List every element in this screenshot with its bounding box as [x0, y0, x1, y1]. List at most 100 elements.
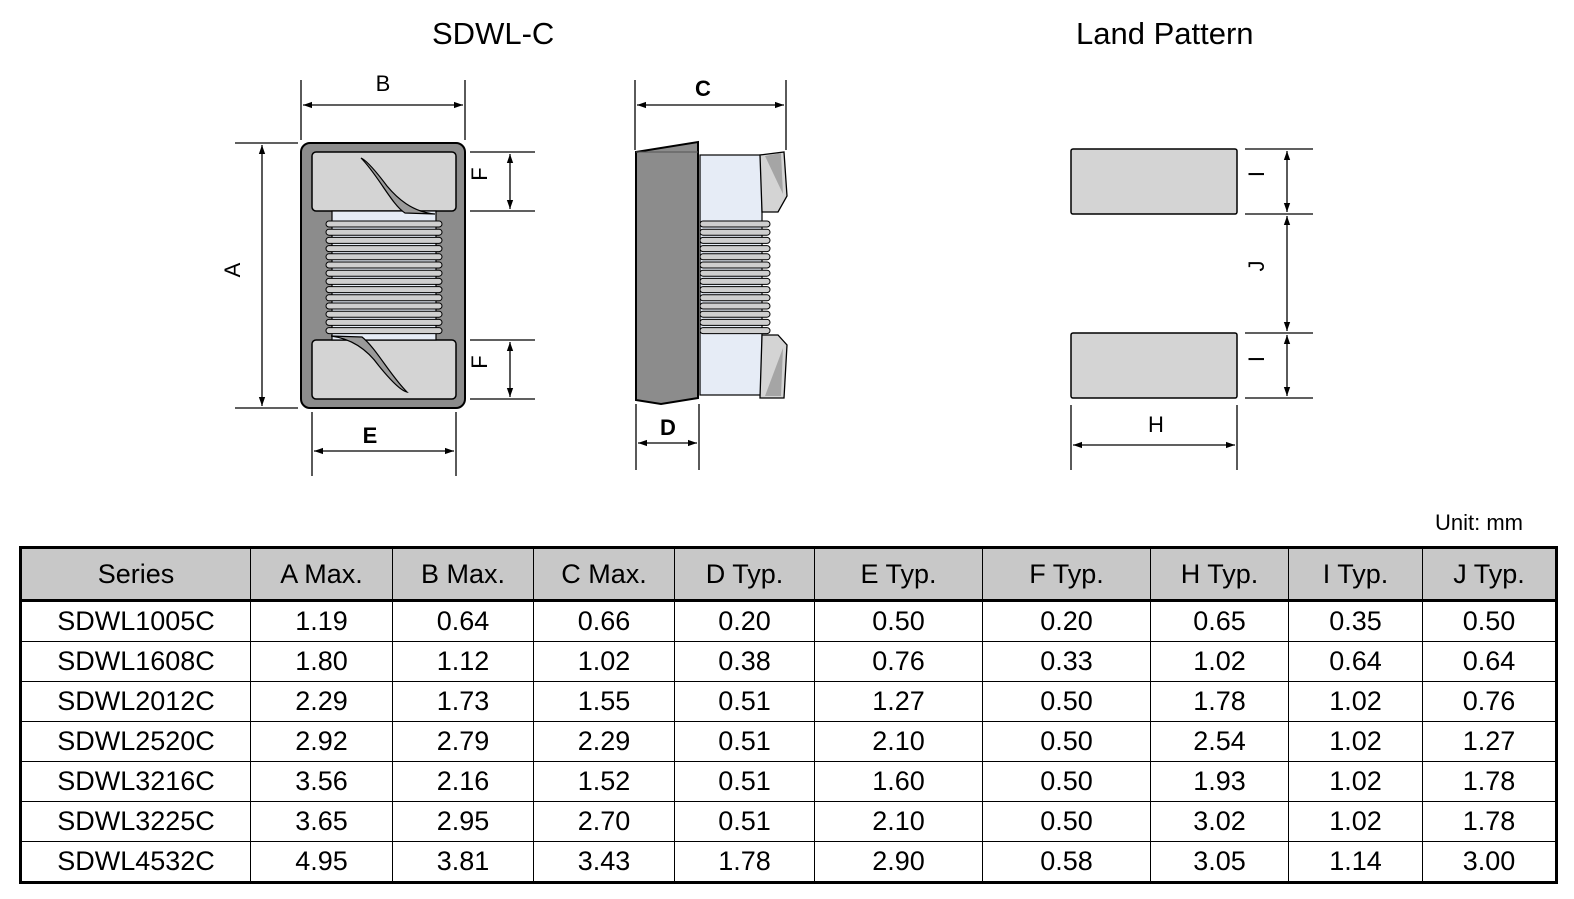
value-cell: 0.51	[674, 721, 815, 762]
value-cell: 0.65	[1150, 600, 1289, 642]
dimension-table: Series A Max. B Max. C Max. D Typ. E Typ…	[19, 546, 1558, 884]
front-dimensions	[235, 80, 535, 476]
dim-label-a: A	[220, 262, 245, 277]
winding-turn	[699, 310, 771, 318]
series-cell: SDWL2012C	[20, 681, 251, 722]
value-cell: 2.10	[814, 721, 983, 762]
value-cell: 0.50	[982, 721, 1151, 762]
title-sdwl-c: SDWL-C	[432, 16, 555, 51]
value-cell: 2.10	[814, 801, 983, 842]
header-h-typ: H Typ.	[1150, 547, 1289, 601]
value-cell: 1.93	[1150, 761, 1289, 802]
winding-turn	[325, 310, 443, 318]
value-cell: 1.02	[1288, 801, 1423, 842]
dim-label-f-bottom: F	[467, 355, 492, 368]
value-cell: 3.05	[1150, 841, 1289, 883]
value-cell: 1.14	[1288, 841, 1423, 883]
winding-turn	[325, 236, 443, 244]
dim-label-j: J	[1244, 261, 1269, 272]
unit-note: Unit: mm	[1435, 510, 1523, 535]
value-cell: 0.50	[982, 761, 1151, 802]
value-cell: 3.81	[392, 841, 534, 883]
winding-turn	[699, 318, 771, 326]
value-cell: 2.90	[814, 841, 983, 883]
winding-turn	[699, 220, 771, 228]
winding-turn	[325, 269, 443, 277]
header-e-typ: E Typ.	[814, 547, 983, 601]
winding-turn	[699, 253, 771, 261]
value-cell: 3.02	[1150, 801, 1289, 842]
value-cell: 1.55	[533, 681, 675, 722]
header-d-typ: D Typ.	[674, 547, 815, 601]
winding-turn	[699, 286, 771, 294]
value-cell: 0.33	[982, 641, 1151, 682]
winding-turn	[325, 286, 443, 294]
side-view	[635, 140, 788, 406]
value-cell: 1.78	[1422, 761, 1557, 802]
header-j-typ: J Typ.	[1422, 547, 1557, 601]
header-i-typ: I Typ.	[1288, 547, 1423, 601]
value-cell: 0.51	[674, 761, 815, 802]
value-cell: 3.65	[250, 801, 393, 842]
header-c-max: C Max.	[533, 547, 675, 601]
series-cell: SDWL1608C	[20, 641, 251, 682]
value-cell: 0.64	[392, 600, 534, 642]
series-cell: SDWL3225C	[20, 801, 251, 842]
winding-turn	[325, 220, 443, 228]
winding-turn	[699, 261, 771, 269]
title-land-pattern: Land Pattern	[1076, 16, 1254, 51]
value-cell: 0.51	[674, 681, 815, 722]
value-cell: 0.20	[674, 600, 815, 642]
value-cell: 4.95	[250, 841, 393, 883]
dim-label-b: B	[376, 71, 391, 96]
value-cell: 1.80	[250, 641, 393, 682]
value-cell: 2.92	[250, 721, 393, 762]
winding-turn	[325, 277, 443, 285]
value-cell: 0.76	[1422, 681, 1557, 722]
winding-turn	[325, 228, 443, 236]
value-cell: 0.50	[1422, 600, 1557, 642]
value-cell: 1.02	[1150, 641, 1289, 682]
winding-turn	[325, 294, 443, 302]
winding-turn	[699, 277, 771, 285]
value-cell: 0.76	[814, 641, 983, 682]
winding-turn	[325, 245, 443, 253]
winding-turn	[325, 327, 443, 335]
value-cell: 0.38	[674, 641, 815, 682]
value-cell: 0.50	[814, 600, 983, 642]
value-cell: 3.00	[1422, 841, 1557, 883]
series-cell: SDWL4532C	[20, 841, 251, 883]
value-cell: 1.27	[1422, 721, 1557, 762]
value-cell: 2.16	[392, 761, 534, 802]
dimension-drawings: B A E F F C D I J	[220, 71, 1313, 476]
value-cell: 2.95	[392, 801, 534, 842]
dim-label-h: H	[1148, 412, 1164, 437]
winding-side	[699, 220, 771, 335]
winding-turn	[325, 253, 443, 261]
winding-turn	[699, 302, 771, 310]
winding-turn	[325, 318, 443, 326]
value-cell: 1.02	[1288, 761, 1423, 802]
value-cell: 1.02	[1288, 721, 1423, 762]
dim-label-d: D	[660, 415, 676, 440]
winding-front	[325, 220, 443, 335]
winding-turn	[699, 236, 771, 244]
value-cell: 1.78	[674, 841, 815, 883]
winding-turn	[699, 294, 771, 302]
value-cell: 2.29	[533, 721, 675, 762]
winding-turn	[325, 261, 443, 269]
value-cell: 1.02	[533, 641, 675, 682]
value-cell: 1.73	[392, 681, 534, 722]
value-cell: 1.19	[250, 600, 393, 642]
value-cell: 0.64	[1422, 641, 1557, 682]
value-cell: 0.58	[982, 841, 1151, 883]
dim-label-f-top: F	[467, 167, 492, 180]
value-cell: 1.60	[814, 761, 983, 802]
table-header-row: Series A Max. B Max. C Max. D Typ. E Typ…	[20, 547, 1557, 601]
series-cell: SDWL2520C	[20, 721, 251, 762]
